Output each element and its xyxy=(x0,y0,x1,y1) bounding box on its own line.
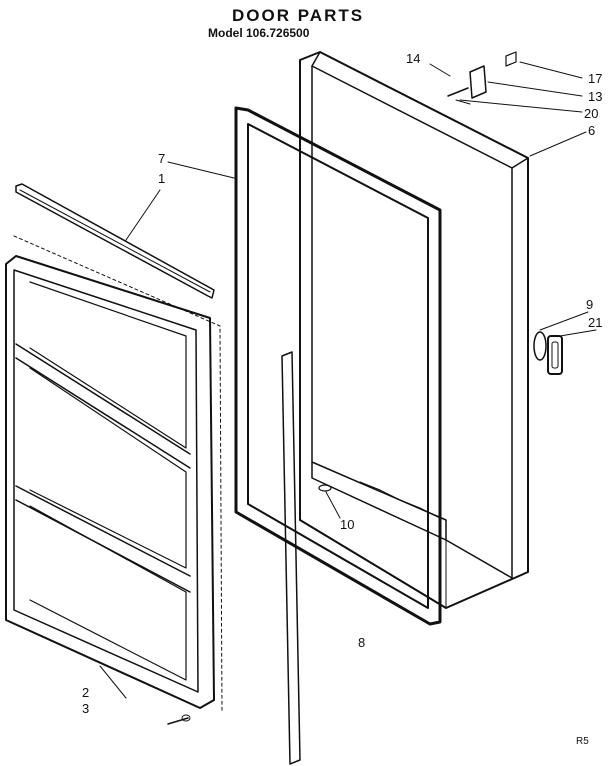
breaker-strip xyxy=(281,351,301,765)
callout-7: 7 xyxy=(158,151,166,166)
callout-2: 2 xyxy=(82,685,90,700)
callout-3: 3 xyxy=(82,701,90,716)
page-code: R5 xyxy=(576,736,589,747)
callout-13: 13 xyxy=(588,89,603,104)
handle-assembly xyxy=(533,331,563,375)
outer-door-panel xyxy=(299,51,529,609)
model-number: Model 106.726500 xyxy=(208,26,310,40)
callout-9: 9 xyxy=(586,297,594,312)
callout-10: 10 xyxy=(340,517,355,532)
door-stop xyxy=(318,484,332,492)
door-liner xyxy=(5,235,223,713)
callout-8: 8 xyxy=(358,635,366,650)
door-gasket xyxy=(234,106,442,626)
callout-17: 17 xyxy=(588,71,603,86)
callout-6: 6 xyxy=(588,123,596,138)
callout-20: 20 xyxy=(584,106,599,121)
callout-21: 21 xyxy=(588,315,603,330)
page-title: DOOR PARTS xyxy=(232,6,365,25)
screw xyxy=(167,714,191,725)
callout-14: 14 xyxy=(406,51,421,66)
leader-lines xyxy=(99,61,597,699)
callout-1: 1 xyxy=(158,171,166,186)
hinge-assembly xyxy=(447,51,517,105)
top-trim-strip xyxy=(15,183,215,299)
